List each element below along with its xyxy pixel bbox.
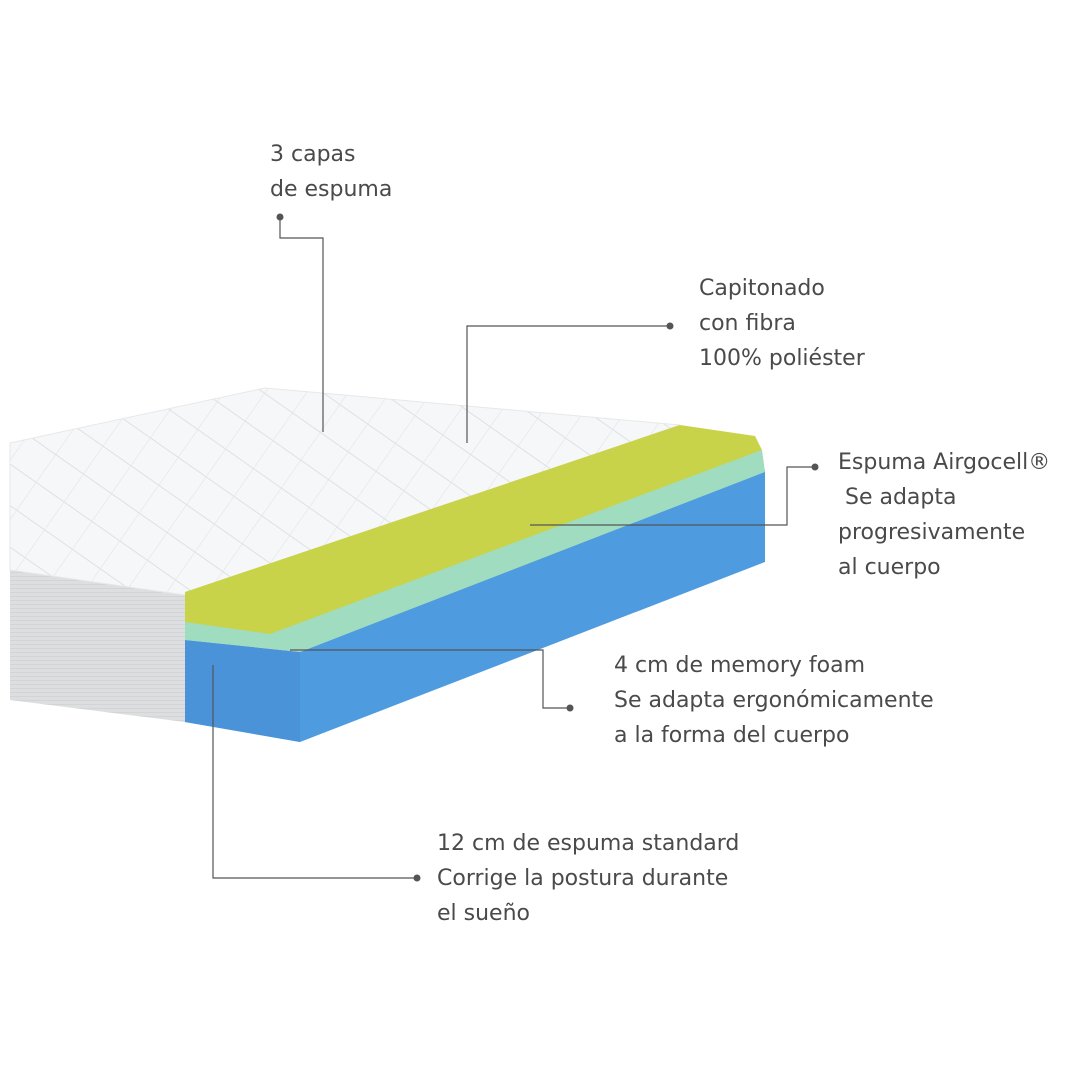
callout-line: al cuerpo bbox=[838, 555, 941, 580]
standard-foam-layer bbox=[185, 470, 765, 742]
callout-line: Se adapta ergonómicamente bbox=[614, 688, 934, 713]
callout-line: 12 cm de espuma standard bbox=[437, 831, 740, 856]
callout-memory: 4 cm de memory foam Se adapta ergonómica… bbox=[614, 648, 934, 753]
callout-line: el sueño bbox=[437, 901, 530, 926]
standard-foam-front-shade bbox=[185, 640, 300, 742]
callout-capitonado: Capitonado con fibra 100% poliéster bbox=[699, 271, 865, 376]
callout-line: progresivamente bbox=[838, 520, 1026, 545]
dot-capitonado bbox=[666, 322, 674, 330]
dot-memory bbox=[566, 704, 574, 712]
callout-line: Se adapta bbox=[838, 485, 957, 510]
airgocell-foam-layer bbox=[185, 425, 762, 634]
dot-airgocell bbox=[811, 463, 819, 471]
cover-side-panel bbox=[10, 570, 185, 722]
callout-line: de espuma bbox=[270, 177, 393, 202]
callout-capas: 3 capas de espuma bbox=[270, 137, 392, 207]
dot-standard bbox=[413, 874, 421, 882]
leader-capas bbox=[279, 217, 324, 432]
callout-line: 3 capas bbox=[270, 142, 356, 167]
callout-line: Capitonado bbox=[699, 276, 825, 301]
callout-line: 100% poliéster bbox=[699, 346, 865, 371]
callout-line: 4 cm de memory foam bbox=[614, 653, 866, 678]
callout-airgocell: Espuma Airgocell® Se adapta progresivame… bbox=[838, 445, 1050, 585]
callout-line: Espuma Airgocell® bbox=[838, 450, 1051, 475]
callout-line: a la forma del cuerpo bbox=[614, 723, 850, 748]
leader-airgocell bbox=[530, 466, 815, 526]
callout-standard: 12 cm de espuma standard Corrige la post… bbox=[437, 826, 739, 931]
leader-memory bbox=[290, 649, 570, 709]
callout-line: con fibra bbox=[699, 311, 796, 336]
leader-capitonado bbox=[466, 325, 670, 443]
dot-capas bbox=[276, 213, 284, 221]
leader-standard bbox=[212, 665, 417, 879]
leader-lines bbox=[212, 217, 815, 879]
callout-line: Corrige la postura durante bbox=[437, 866, 729, 891]
